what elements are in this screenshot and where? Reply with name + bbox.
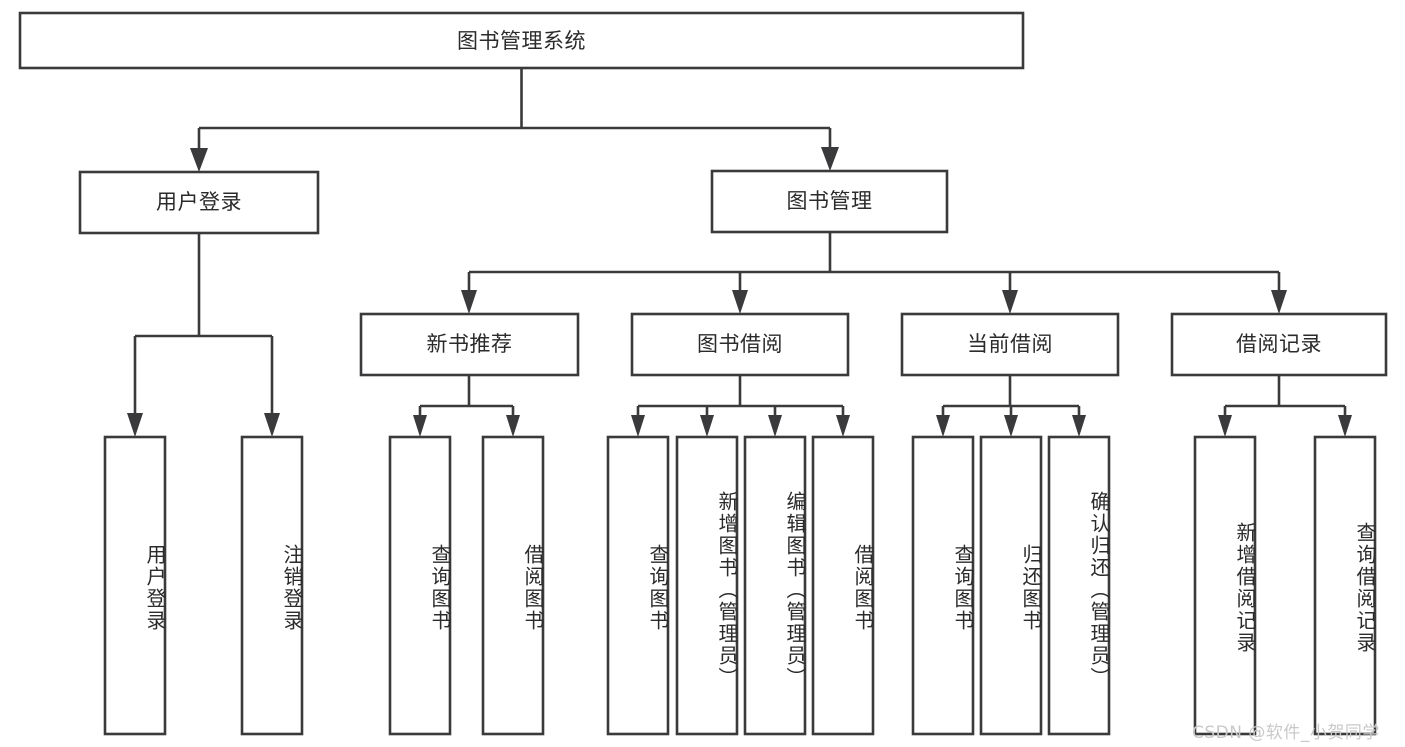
node-box-leaf-logout-login[interactable] [240, 435, 304, 736]
node-label-user-login: 用户登录 [156, 190, 242, 214]
node-box-leaf-query-borrow-record[interactable] [1313, 435, 1377, 736]
arrowhead-leaf-add-borrow-record [1218, 415, 1232, 437]
node-label-borrow-record: 借阅记录 [1236, 332, 1322, 356]
node-box-borrow-record[interactable] [1170, 312, 1388, 377]
node-boxes-group: 图书管理系统 用户登录 图书管理 新书推荐 图书借阅 当前借阅 借阅记录 [18, 11, 1388, 736]
node-box-user-login[interactable] [78, 170, 320, 235]
arrowhead-book-borrow [732, 290, 748, 314]
node-box-new-book-recommend[interactable] [359, 312, 580, 377]
node-box-book-management[interactable] [710, 169, 949, 234]
arrowhead-leaf-query-book-borrow [631, 415, 645, 437]
node-box-leaf-add-book-admin[interactable] [675, 435, 739, 736]
arrowhead-leaf-user-login [127, 413, 143, 437]
arrowhead-user-login [190, 148, 208, 172]
arrowhead-leaf-return-book [1004, 415, 1018, 437]
node-box-leaf-add-borrow-record[interactable] [1193, 435, 1257, 736]
arrowhead-leaf-query-book-current [936, 415, 950, 437]
arrowhead-leaf-query-borrow-record [1338, 415, 1352, 437]
node-box-leaf-borrow-book[interactable] [811, 435, 875, 736]
arrowhead-leaf-query-book-recommend [413, 415, 427, 437]
node-box-leaf-return-book[interactable] [979, 435, 1043, 736]
node-box-current-borrow[interactable] [900, 312, 1120, 377]
arrowhead-leaf-borrow-book [836, 415, 850, 437]
connector-lines-group [127, 68, 1352, 437]
node-box-leaf-query-book-borrow[interactable] [606, 435, 670, 736]
arrowhead-leaf-add-book-admin [700, 415, 714, 437]
arrowhead-leaf-borrow-book-recommend [506, 415, 520, 437]
arrowhead-leaf-confirm-return-admin [1072, 415, 1086, 437]
node-box-leaf-borrow-book-recommend[interactable] [481, 435, 545, 736]
node-label-new-book-recommend: 新书推荐 [427, 332, 513, 356]
node-label-book-management: 图书管理 [787, 189, 873, 213]
node-box-leaf-query-book-current[interactable] [911, 435, 975, 736]
csdn-watermark: CSDN @软件_小贺同学 [1192, 723, 1380, 743]
node-label-current-borrow: 当前借阅 [967, 332, 1053, 356]
arrowhead-new-book-recommend [461, 290, 477, 314]
node-label-book-borrow: 图书借阅 [697, 332, 783, 356]
node-box-leaf-query-book-recommend[interactable] [388, 435, 452, 736]
arrowhead-leaf-edit-book-admin [768, 415, 782, 437]
node-box-leaf-user-login[interactable] [103, 435, 167, 736]
node-box-root[interactable] [18, 11, 1025, 70]
node-box-leaf-confirm-return-admin[interactable] [1047, 435, 1111, 736]
arrowhead-book-management [821, 147, 839, 171]
arrowhead-leaf-logout-login [264, 413, 280, 437]
node-label-root: 图书管理系统 [457, 29, 586, 53]
arrowhead-current-borrow [1002, 290, 1018, 314]
arrowhead-borrow-record [1271, 290, 1287, 314]
node-box-leaf-edit-book-admin[interactable] [743, 435, 807, 736]
node-box-book-borrow[interactable] [630, 312, 850, 377]
